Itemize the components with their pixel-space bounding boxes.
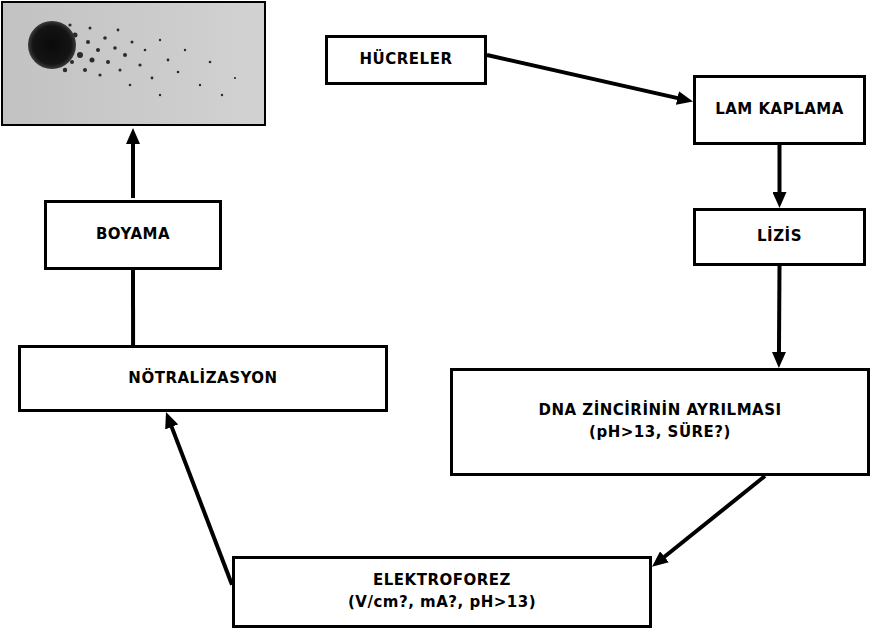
box-label: ELEKTROFOREZ [373,570,511,592]
comet-head [28,21,76,69]
process-box: LİZİS [693,208,866,266]
dna-fragment [159,39,161,41]
dna-fragment [117,29,120,32]
process-box: DNA ZİNCİRİNİN AYRILMASI(pH>13, SÜRE?) [450,368,870,476]
dna-fragment [123,53,127,57]
box-label: LİZİS [757,226,802,248]
flow-arrow [660,476,765,561]
dna-fragment [90,58,95,63]
dna-fragment [131,41,134,44]
box-label: LAM KAPLAMA [715,99,844,121]
flow-arrow [778,145,782,198]
dna-fragment [63,68,67,72]
dna-fragment [119,69,122,72]
dna-fragment [129,84,132,87]
process-box: LAM KAPLAMA [693,75,866,145]
dna-fragment [221,94,223,96]
dna-fragment [199,84,201,86]
dna-fragment [167,59,170,62]
box-label: DNA ZİNCİRİNİN AYRILMASI [538,400,781,422]
dna-fragment [144,49,147,52]
box-label: BOYAMA [96,224,170,246]
dna-fragment [234,77,236,79]
dna-fragment [86,40,90,44]
dna-fragment [103,36,107,40]
box-label: (V/cm?, mA?, pH>13) [348,592,536,614]
comet-tail [63,23,236,96]
dna-fragment [151,77,154,80]
process-box: HÜCRELER [325,35,487,85]
process-box: NÖTRALİZASYON [18,345,388,412]
dna-fragment [159,94,161,96]
dna-fragment [177,71,180,74]
dna-fragment [77,52,83,58]
dna-fragment [209,61,212,64]
dna-fragment [184,49,186,51]
flow-arrow [777,266,782,358]
dna-fragment [98,73,101,76]
dna-fragment [89,27,92,30]
box-label: (pH>13, SÜRE?) [589,422,731,444]
box-label: HÜCRELER [360,49,453,71]
dna-fragment [106,60,110,64]
flow-arrow [487,55,683,99]
dna-fragment [138,63,141,66]
flow-arrow [170,421,232,584]
process-box: BOYAMA [44,200,222,270]
comet-photo-frame [2,2,265,125]
process-box: ELEKTROFOREZ(V/cm?, mA?, pH>13) [232,556,652,628]
dna-fragment [83,68,87,72]
flow-arrow [131,138,135,198]
dna-fragment [96,48,100,52]
dna-fragment [113,46,117,50]
dna-fragment [70,60,74,64]
box-label: NÖTRALİZASYON [128,368,277,390]
dna-fragment [68,23,71,26]
